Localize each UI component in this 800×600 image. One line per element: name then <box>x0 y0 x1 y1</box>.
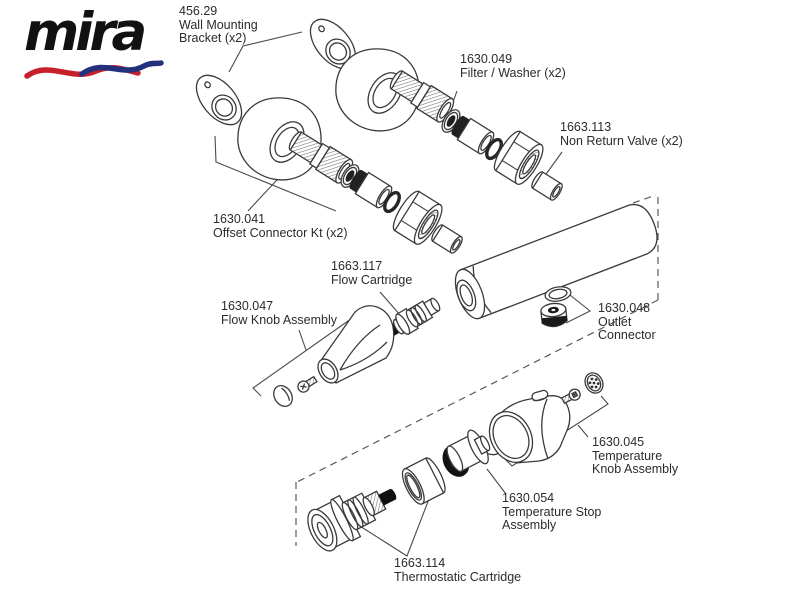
label-non-return-valve: 1663.113 Non Return Valve (x2) <box>560 120 683 148</box>
part-name-line: Assembly <box>502 518 557 532</box>
non-return-valve-1 <box>529 169 565 203</box>
part-name-line: Thermostatic Cartridge <box>394 569 522 584</box>
label-temperature-knob: 1630.045 Temperature Knob Assembly <box>592 435 679 477</box>
flow-knob-screw <box>297 375 318 393</box>
label-wall-mounting-bracket: 456.29 Wall Mounting Bracket (x2) <box>179 4 258 46</box>
brand-logo-wordmark: mira <box>24 2 147 63</box>
label-offset-connector: 1630.041 Offset Connector Kt (x2) <box>213 212 348 240</box>
part-name-line: Bracket (x2) <box>179 31 247 45</box>
part-code: 1630.041 <box>213 212 266 226</box>
part-name-line: Offset Connector Kt (x2) <box>213 225 348 240</box>
label-filter-washer: 1630.049 Filter / Washer (x2) <box>460 52 566 80</box>
label-flow-cartridge: 1663.117 Flow Cartridge <box>331 259 413 287</box>
part-code: 1630.054 <box>502 491 555 505</box>
flow-knob <box>317 305 395 384</box>
brand-logo-swoosh <box>24 60 164 79</box>
part-code: 1630.048 <box>598 301 651 315</box>
thermostatic-cartridge-part <box>307 488 397 552</box>
part-name-line: Outlet <box>598 314 632 329</box>
temperature-stop-body <box>446 429 502 473</box>
part-name-line: Wall Mounting <box>179 17 258 32</box>
part-code: 1630.045 <box>592 435 645 449</box>
label-thermostatic-cartridge: 1663.114 Thermostatic Cartridge <box>394 556 522 584</box>
part-name-line: Non Return Valve (x2) <box>560 133 683 148</box>
part-code: 1630.049 <box>460 52 513 66</box>
flow-knob-cap <box>273 384 293 408</box>
valve-body <box>454 203 658 320</box>
part-name-line: Connector <box>598 328 656 342</box>
label-temperature-stop: 1630.054 Temperature Stop Assembly <box>502 491 602 533</box>
temperature-knob-cap <box>584 372 604 394</box>
temperature-knob-screw <box>560 388 581 405</box>
part-code: 1663.113 <box>560 120 612 134</box>
assembly-axis-dashed-lines <box>295 194 659 546</box>
part-code: 1663.114 <box>394 556 446 570</box>
part-name-line: Flow Cartridge <box>331 272 413 287</box>
part-name-line: Temperature <box>592 448 663 463</box>
temperature-knob <box>488 389 571 464</box>
part-name-line: Filter / Washer (x2) <box>460 65 566 80</box>
part-code: 1663.117 <box>331 259 383 273</box>
leader-lines <box>214 31 609 557</box>
label-flow-knob: 1630.047 Flow Knob Assembly <box>221 299 338 327</box>
brand-logo: mira <box>18 2 174 92</box>
part-code: 456.29 <box>179 4 218 18</box>
part-name-line: Flow Knob Assembly <box>221 312 338 327</box>
part-code: 1630.047 <box>221 299 274 313</box>
outlet-connector-part <box>540 286 572 328</box>
temperature-stop-collar <box>401 457 446 505</box>
part-name-line: Temperature Stop <box>502 504 602 519</box>
label-outlet-connector: 1630.048 Outlet Connector <box>598 301 656 343</box>
part-name-line: Knob Assembly <box>592 462 679 476</box>
